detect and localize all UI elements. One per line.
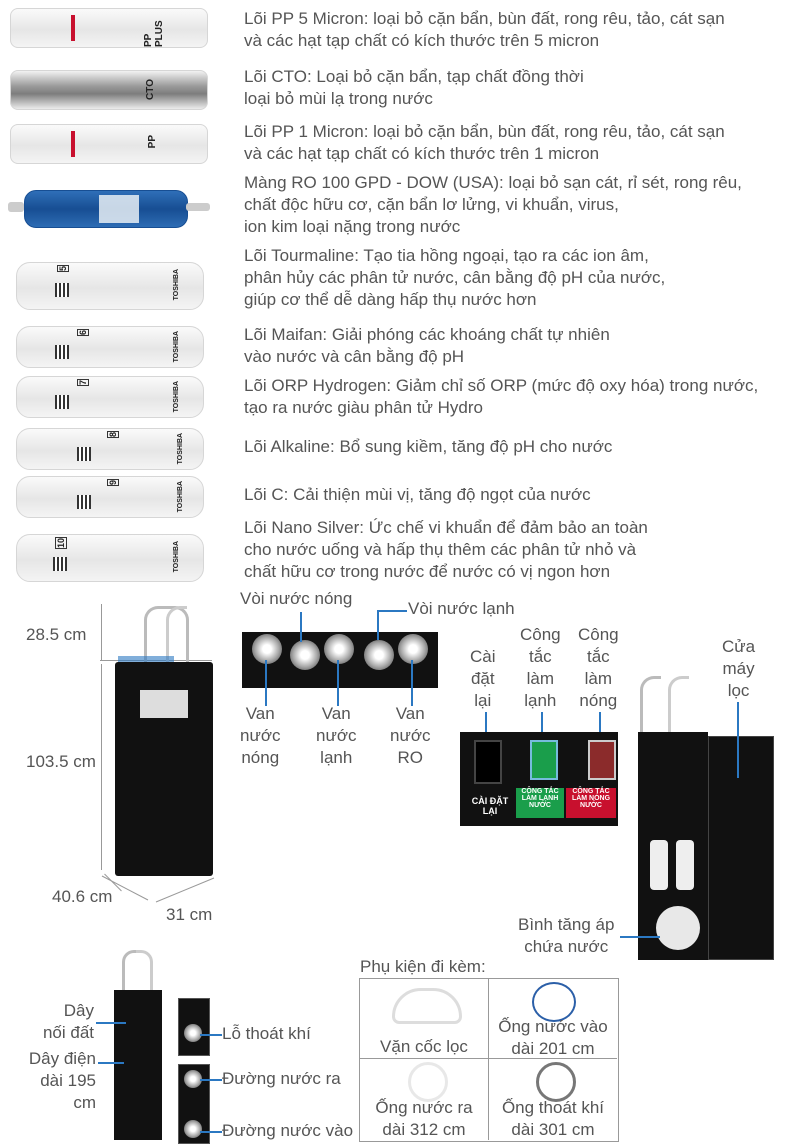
- filter-cartridge-6: 6 TOSHIBA: [16, 326, 204, 368]
- outlet-label: Đường nước ra: [222, 1069, 341, 1088]
- panel-reset-text: CÀI ĐẶT LẠI: [471, 796, 509, 816]
- reset-button[interactable]: [474, 740, 502, 784]
- filter-desc-cto: Lõi CTO: Loại bỏ cặn bẩn, tạp chất đồng …: [244, 67, 584, 108]
- accessory-item: Vặn cốc lọc: [380, 1037, 468, 1056]
- vent-label: Lỗ thoát khí: [222, 1024, 311, 1043]
- filter-desc-pp5: Lõi PP 5 Micron: loại bỏ cặn bẩn, bùn đấ…: [244, 9, 725, 50]
- filter-cartridge-pp1: PP: [10, 124, 208, 164]
- pressure-tank: [656, 906, 700, 950]
- filter-desc-alkaline: Lõi Alkaline: Bổ sung kiềm, tăng độ pH c…: [244, 437, 613, 456]
- filter-desc-tourmaline: Lõi Tourmaline: Tạo tia hồng ngoại, tạo …: [244, 246, 666, 309]
- accessories-title: Phụ kiện đi kèm:: [360, 957, 486, 976]
- filter-cartridge-10: 10 TOSHIBA: [16, 534, 204, 582]
- vent-panel: [178, 998, 210, 1056]
- filter-desc-maifan: Lõi Maifan: Giải phóng các khoáng chất t…: [244, 325, 610, 366]
- filter-desc-c: Lõi C: Cải thiện mùi vị, tăng độ ngọt củ…: [244, 485, 591, 504]
- filter-desc-orp: Lõi ORP Hydrogen: Giảm chỉ số ORP (mức đ…: [244, 376, 759, 417]
- machine-door: [708, 736, 774, 960]
- dim-height: 103.5 cm: [26, 752, 96, 771]
- filter-desc-nano-silver: Lõi Nano Silver: Ức chế vi khuẩn để đảm …: [244, 518, 648, 581]
- filter-cartridge-pp5: PP PLUS: [10, 8, 208, 48]
- filter-cartridge-7: 7 TOSHIBA: [16, 376, 204, 418]
- filter-cartridge-ro: [24, 190, 188, 228]
- filter-label: PP: [147, 135, 158, 149]
- dim-width: 31 cm: [166, 905, 213, 924]
- machine-back: [114, 990, 162, 1140]
- filter-cartridge-8: 8 TOSHIBA: [16, 428, 204, 470]
- outlet-tube-icon: [408, 1062, 448, 1102]
- filter-label: CTO: [145, 79, 156, 100]
- dim-depth: 40.6 cm: [52, 887, 113, 906]
- accessories-grid: [359, 978, 619, 1142]
- filter-desc-pp1: Lõi PP 1 Micron: loại bỏ cặn bẩn, bùn đấ…: [244, 122, 725, 163]
- cold-tap-label: Vòi nước lạnh: [408, 599, 515, 618]
- inlet-label: Đường nước vào: [222, 1121, 354, 1140]
- vent-tube-icon: [536, 1062, 576, 1102]
- hot-tap-label: Vòi nước nóng: [240, 589, 353, 608]
- cold-switch[interactable]: [530, 740, 558, 780]
- filter-cartridge-9: 9 TOSHIBA: [16, 476, 204, 518]
- dimension-lines: [101, 875, 215, 903]
- dim-top: 28.5 cm: [26, 625, 87, 644]
- filter-cartridge-5: 5 TOSHIBA: [16, 262, 204, 310]
- filter-label: PP PLUS: [143, 20, 165, 47]
- filter-desc-ro: Màng RO 100 GPD - DOW (USA): loại bỏ sạn…: [244, 173, 742, 236]
- inlet-tube-icon: [532, 982, 576, 1022]
- filter-cartridge-cto: CTO: [10, 70, 208, 110]
- hot-switch[interactable]: [588, 740, 616, 780]
